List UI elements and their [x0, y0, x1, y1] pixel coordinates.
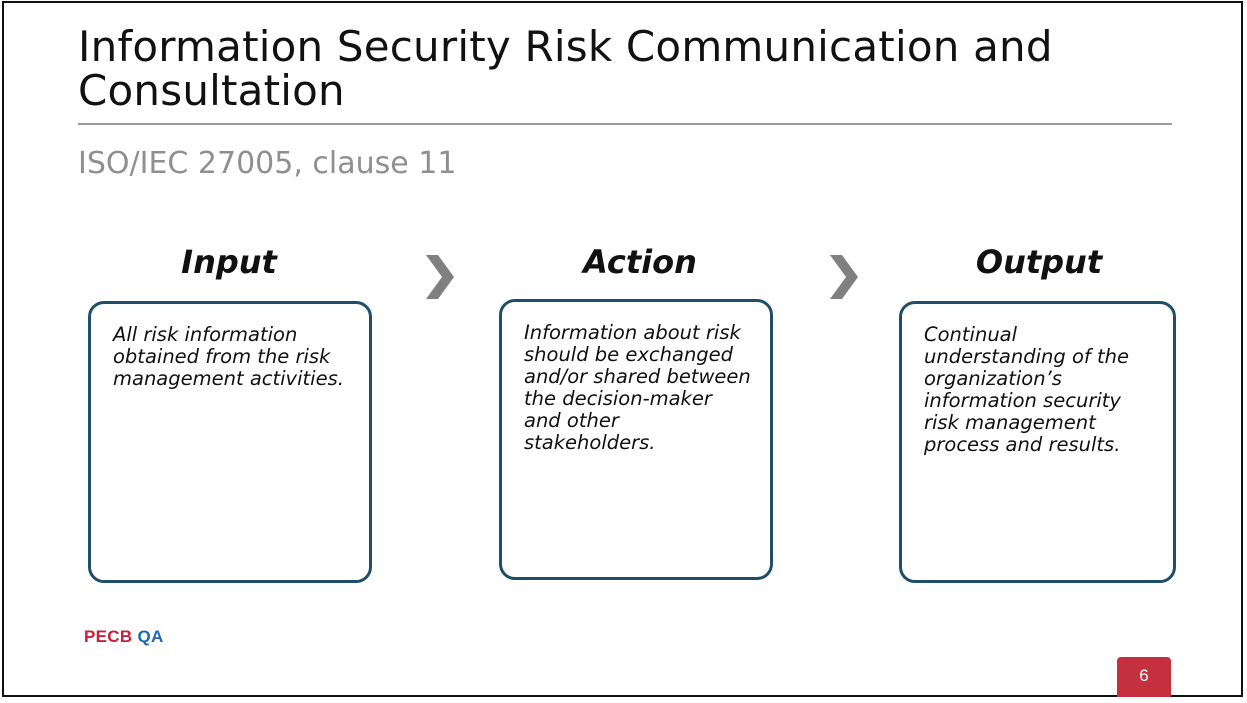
action-card: Information about risk should be exchang…: [499, 299, 773, 580]
logo-qa: QA: [137, 627, 164, 646]
chevron-right-icon: [830, 255, 858, 299]
page-number-badge: 6: [1117, 657, 1171, 697]
slide-title: Information Security Risk Communication …: [78, 22, 1053, 115]
title-divider: [78, 123, 1172, 125]
chevron-right-icon: [426, 255, 454, 299]
input-card: All risk information obtained from the r…: [88, 301, 372, 583]
action-card-text: Information about risk should be exchang…: [524, 321, 751, 454]
pecb-logo: PECB QA: [84, 627, 164, 647]
output-heading: Output: [975, 243, 1103, 281]
input-card-text: All risk information obtained from the r…: [113, 323, 344, 390]
output-card-text: Continual understanding of the organizat…: [924, 323, 1129, 456]
action-heading: Action: [583, 243, 697, 281]
output-card: Continual understanding of the organizat…: [899, 301, 1176, 583]
slide-subtitle: ISO/IEC 27005, clause 11: [78, 146, 457, 181]
logo-pecb: PECB: [84, 627, 133, 646]
input-heading: Input: [181, 243, 277, 281]
